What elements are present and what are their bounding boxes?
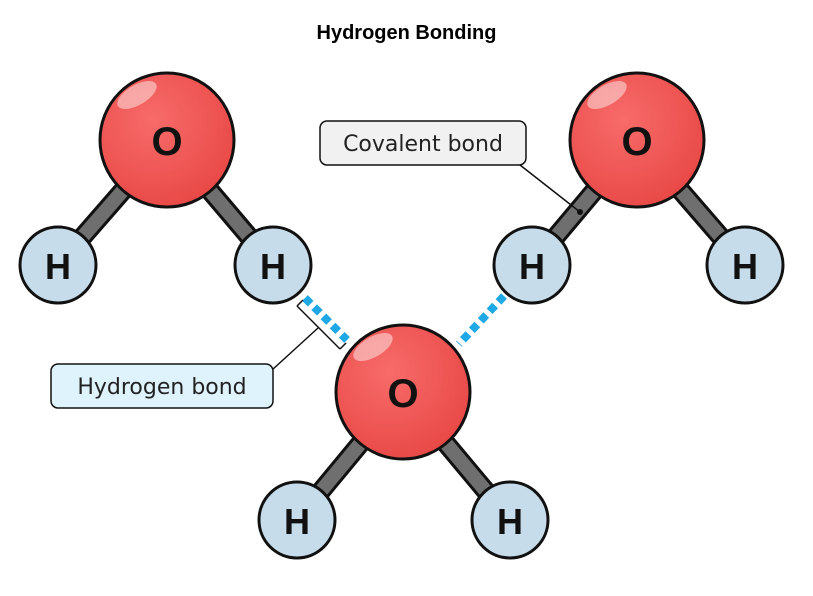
- oxygen-symbol: O: [151, 120, 182, 164]
- oxygen-symbol: O: [387, 372, 418, 416]
- oxygen-atom: O: [334, 323, 472, 461]
- hydrogen-atoms: H H H H H H: [18, 225, 785, 560]
- hydrogen-atom: H: [233, 225, 313, 305]
- oxygen-symbol: O: [621, 120, 652, 164]
- hydrogen-atom: H: [257, 480, 337, 560]
- hydrogen-bond-dotted-line: [456, 293, 507, 347]
- hydrogen-atom: H: [18, 225, 98, 305]
- covalent-bond-callout: Covalent bond: [319, 120, 527, 166]
- oxygen-atom: O: [98, 71, 236, 209]
- hydrogen-atom: H: [470, 480, 550, 560]
- covalent-bond-label: Covalent bond: [343, 132, 503, 157]
- hydrogen-bond-dotted-line: [302, 295, 350, 343]
- hydrogen-symbol: H: [260, 246, 286, 287]
- hydrogen-symbol: H: [519, 246, 545, 287]
- oxygen-atom: O: [568, 71, 706, 209]
- hydrogen-bond-callout: Hydrogen bond: [50, 363, 274, 409]
- page-title: Hydrogen Bonding: [316, 22, 497, 44]
- hydrogen-symbol: H: [497, 501, 523, 542]
- hydrogen-bond-label: Hydrogen bond: [77, 375, 246, 400]
- callout-leaders: [271, 164, 583, 371]
- hydrogen-symbol: H: [45, 246, 71, 287]
- hydrogen-symbol: H: [284, 501, 310, 542]
- hydrogen-symbol: H: [732, 246, 758, 287]
- hydrogen-atom: H: [705, 225, 785, 305]
- hydrogen-atom: H: [492, 225, 572, 305]
- hydrogen-bonds: [302, 293, 507, 347]
- oxygen-atoms: O O O: [98, 71, 706, 461]
